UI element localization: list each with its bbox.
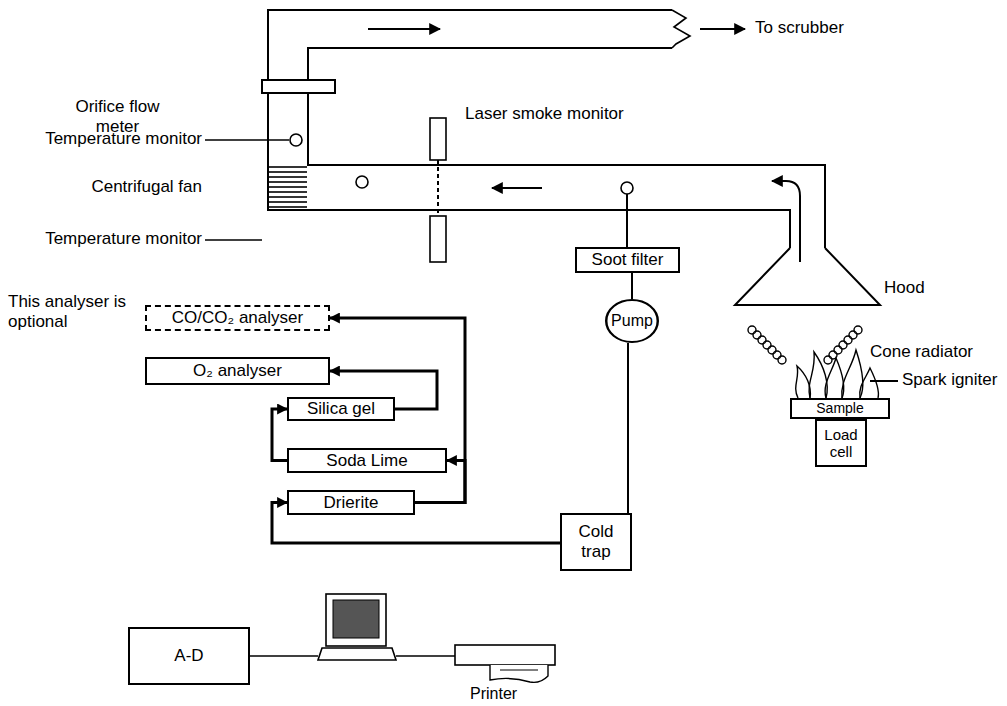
component-label: CO/CO₂ analyser bbox=[172, 308, 303, 328]
component-label: Soot filter bbox=[592, 250, 664, 270]
component-label: Sample bbox=[816, 400, 863, 416]
computer-screen bbox=[333, 600, 379, 638]
cable bbox=[250, 655, 318, 657]
component-label: Soda Lime bbox=[326, 451, 407, 471]
part-label: Centrifugal fan bbox=[8, 177, 202, 197]
component-label: Pump bbox=[611, 312, 653, 330]
laser-beam bbox=[437, 160, 439, 216]
part-label: Printer bbox=[470, 684, 550, 703]
temperature-probe bbox=[290, 134, 302, 146]
pump-outline bbox=[606, 300, 658, 342]
gas-line bbox=[272, 409, 287, 461]
part-label: Laser smoke monitor bbox=[465, 104, 665, 124]
orifice-plate bbox=[262, 80, 335, 93]
part-label: Spark igniter bbox=[902, 370, 1002, 390]
component-box: Silica gel bbox=[287, 397, 395, 421]
cone-radiator-coil bbox=[748, 326, 862, 364]
duct-break bbox=[672, 10, 690, 48]
leader-line bbox=[205, 139, 289, 140]
part-label: This analyser is optional bbox=[8, 292, 140, 333]
component-box: A-D bbox=[128, 627, 250, 685]
hood bbox=[735, 248, 880, 305]
component-box: Cold trap bbox=[560, 513, 632, 571]
flow-arrow bbox=[772, 181, 800, 262]
component-box: Drierite bbox=[287, 490, 415, 515]
printer bbox=[455, 645, 555, 665]
component-label: Silica gel bbox=[307, 399, 375, 419]
part-label: Hood bbox=[884, 278, 964, 298]
sampling-probe bbox=[621, 182, 633, 194]
cable bbox=[396, 655, 455, 657]
spark-igniter bbox=[870, 380, 898, 382]
leader-line bbox=[205, 239, 262, 240]
component-label: Load cell bbox=[821, 426, 861, 461]
part-label: To scrubber bbox=[755, 18, 905, 38]
component-box: Load cell bbox=[815, 419, 867, 467]
duct-wall bbox=[268, 10, 790, 248]
pump-circle: Pump bbox=[605, 299, 659, 343]
temperature-probe bbox=[356, 176, 368, 188]
component-label: A-D bbox=[174, 646, 203, 666]
duct-wall bbox=[308, 48, 825, 248]
printer-paper bbox=[500, 670, 538, 671]
computer-monitor bbox=[326, 594, 386, 646]
gas-line bbox=[631, 273, 633, 299]
part-label: Temperature monitor bbox=[8, 229, 202, 249]
component-label: O₂ analyser bbox=[193, 361, 282, 381]
printer-paper bbox=[490, 665, 548, 682]
centrifugal-fan bbox=[269, 166, 307, 209]
part-label: Cone radiator bbox=[870, 342, 1000, 362]
component-box: Soot filter bbox=[575, 247, 680, 273]
component-label: Drierite bbox=[324, 493, 379, 513]
component-box: Sample bbox=[790, 398, 890, 419]
flow-arrow bbox=[492, 187, 542, 189]
component-label: Cold trap bbox=[566, 522, 626, 561]
component-box: CO/CO₂ analyser bbox=[145, 305, 330, 331]
part-label: Temperature monitor bbox=[8, 129, 202, 149]
flames bbox=[796, 350, 879, 398]
flow-arrow bbox=[700, 28, 745, 30]
laser-emitter bbox=[430, 118, 446, 160]
laser-receiver bbox=[430, 216, 446, 262]
flow-arrow bbox=[368, 28, 440, 30]
gas-line bbox=[627, 343, 629, 513]
component-box: O₂ analyser bbox=[145, 357, 330, 385]
sample-line bbox=[626, 194, 628, 247]
computer-base bbox=[318, 648, 396, 660]
component-box: Soda Lime bbox=[287, 448, 447, 473]
